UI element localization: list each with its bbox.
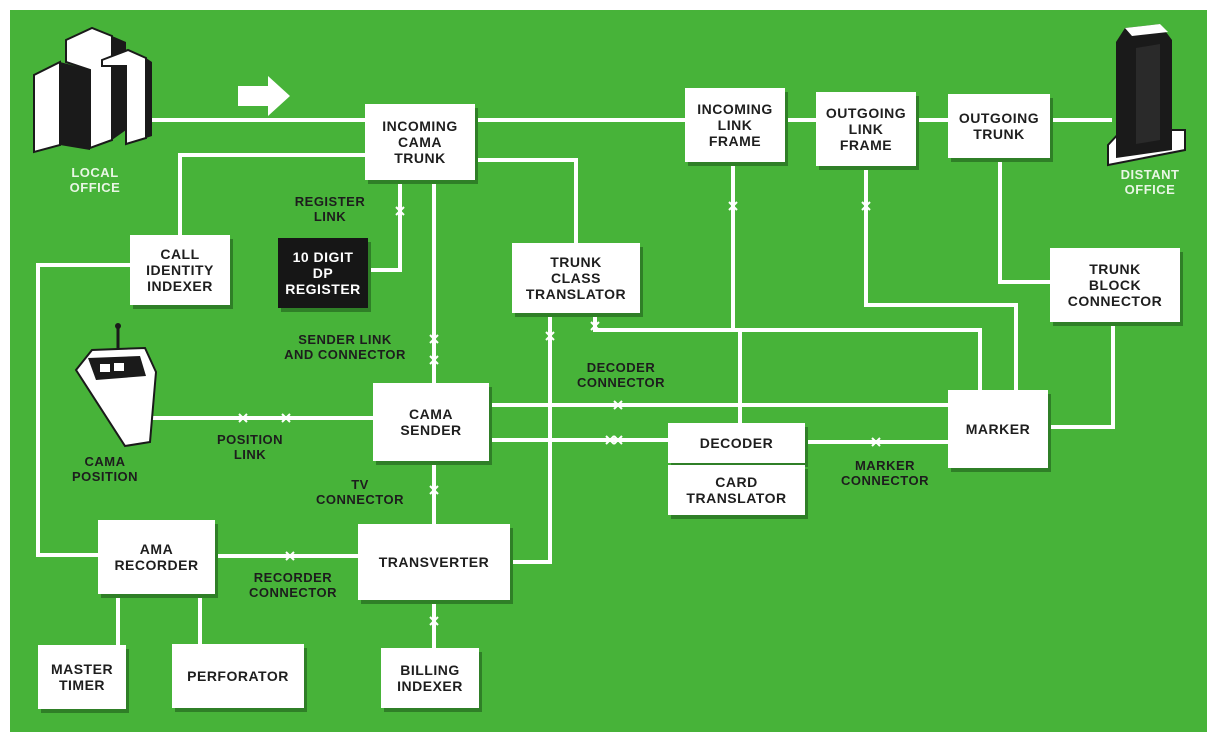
outgoing-trunk-label: OUTGOING TRUNK xyxy=(959,110,1039,142)
transverter-box: TRANSVERTER xyxy=(358,524,510,600)
cama-position-console-icon xyxy=(76,323,156,446)
position-link-label: POSITION LINK xyxy=(200,432,300,462)
local-office-label: LOCAL OFFICE xyxy=(50,165,140,195)
outgoing-link-frame-box: OUTGOING LINK FRAME xyxy=(816,92,916,166)
trunk-block-connector-label: TRUNK BLOCK CONNECTOR xyxy=(1068,261,1162,309)
ama-recorder-box: AMA RECORDER xyxy=(98,520,215,594)
transverter-label: TRANSVERTER xyxy=(379,554,490,570)
cama-sender-label: CAMA SENDER xyxy=(400,406,461,438)
register-link-label: REGISTER LINK xyxy=(280,194,380,224)
outgoing-trunk-box: OUTGOING TRUNK xyxy=(948,94,1050,158)
decoder-connector-label: DECODER CONNECTOR xyxy=(556,360,686,390)
recorder-connector-label: RECORDER CONNECTOR xyxy=(228,570,358,600)
cama-sender-box: CAMA SENDER xyxy=(373,383,489,461)
incoming-link-frame-label: INCOMING LINK FRAME xyxy=(697,101,773,149)
card-translator-box: CARD TRANSLATOR xyxy=(668,465,805,515)
billing-indexer-label: BILLING INDEXER xyxy=(397,662,463,694)
call-identity-indexer-label: CALL IDENTITY INDEXER xyxy=(146,246,214,294)
trunk-class-translator-label: TRUNK CLASS TRANSLATOR xyxy=(526,254,626,302)
trunk-class-translator-box: TRUNK CLASS TRANSLATOR xyxy=(512,243,640,313)
tv-connector-label: TV CONNECTOR xyxy=(300,477,420,507)
incoming-cama-trunk-label: INCOMING CAMA TRUNK xyxy=(382,118,458,166)
perforator-box: PERFORATOR xyxy=(172,644,304,708)
decoder-label: DECODER xyxy=(700,435,774,451)
decoder-box: DECODER xyxy=(668,423,805,463)
outgoing-link-frame-label: OUTGOING LINK FRAME xyxy=(826,105,906,153)
distant-office-label: DISTANT OFFICE xyxy=(1100,167,1200,197)
marker-label: MARKER xyxy=(966,421,1030,437)
sender-link-label: SENDER LINK AND CONNECTOR xyxy=(255,332,435,362)
register-10-digit-label: 10 DIGIT DP REGISTER xyxy=(285,249,361,297)
marker-box: MARKER xyxy=(948,390,1048,468)
marker-connector-label: MARKER CONNECTOR xyxy=(820,458,950,488)
call-identity-indexer-box: CALL IDENTITY INDEXER xyxy=(130,235,230,305)
incoming-link-frame-box: INCOMING LINK FRAME xyxy=(685,88,785,162)
billing-indexer-box: BILLING INDEXER xyxy=(381,648,479,708)
master-timer-label: MASTER TIMER xyxy=(51,661,113,693)
register-10-digit-box: 10 DIGIT DP REGISTER xyxy=(278,238,368,308)
local-office-building-icon xyxy=(34,28,152,152)
incoming-cama-trunk-box: INCOMING CAMA TRUNK xyxy=(365,104,475,180)
perforator-label: PERFORATOR xyxy=(187,668,289,684)
ama-recorder-label: AMA RECORDER xyxy=(114,541,198,573)
trunk-block-connector-box: TRUNK BLOCK CONNECTOR xyxy=(1050,248,1180,322)
cama-position-label: CAMA POSITION xyxy=(60,454,150,484)
card-translator-label: CARD TRANSLATOR xyxy=(686,474,786,506)
master-timer-box: MASTER TIMER xyxy=(38,645,126,709)
arrow-right-icon xyxy=(238,76,290,116)
distant-office-building-icon xyxy=(1108,24,1185,165)
